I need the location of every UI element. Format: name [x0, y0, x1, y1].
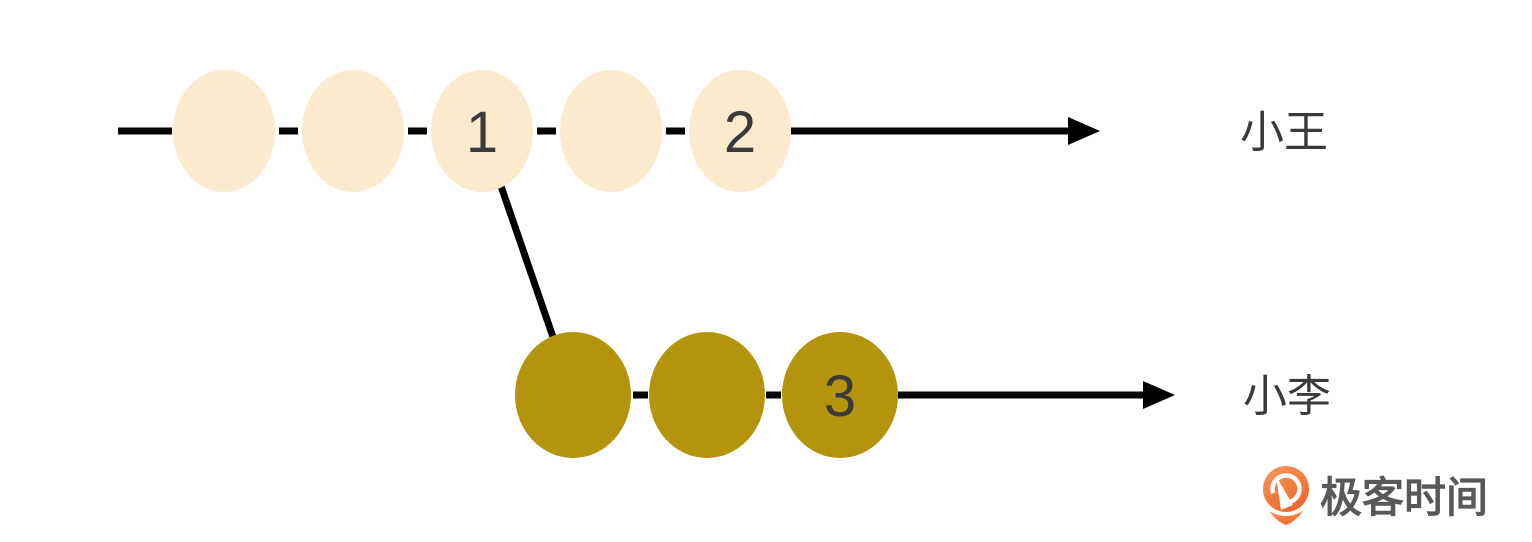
timeline-xiaowang: 1 2 小王 [118, 70, 1328, 192]
commit-number: 2 [724, 100, 756, 165]
commit-circle [649, 332, 765, 458]
commit-circle [560, 70, 662, 192]
commit-circle [782, 332, 898, 458]
commit-number: 3 [824, 364, 856, 429]
timeline-label-xiaoli: 小李 [1243, 372, 1331, 421]
arrow-head-icon [1068, 117, 1100, 145]
commit-number: 1 [466, 100, 498, 165]
commit-circle [689, 70, 791, 192]
timeline-xiaoli: 3 小李 [515, 332, 1331, 458]
commit-circle [515, 332, 631, 458]
commit-circle [173, 70, 275, 192]
geektime-logo-text: 极客时间 [1320, 474, 1488, 521]
timeline-label-xiaowang: 小王 [1240, 108, 1328, 157]
commit-circle [302, 70, 404, 192]
arrow-head-icon [1143, 381, 1175, 409]
commit-circle [431, 70, 533, 192]
geektime-logo-icon [1263, 466, 1309, 525]
geektime-logo: 极客时间 [1263, 466, 1488, 525]
